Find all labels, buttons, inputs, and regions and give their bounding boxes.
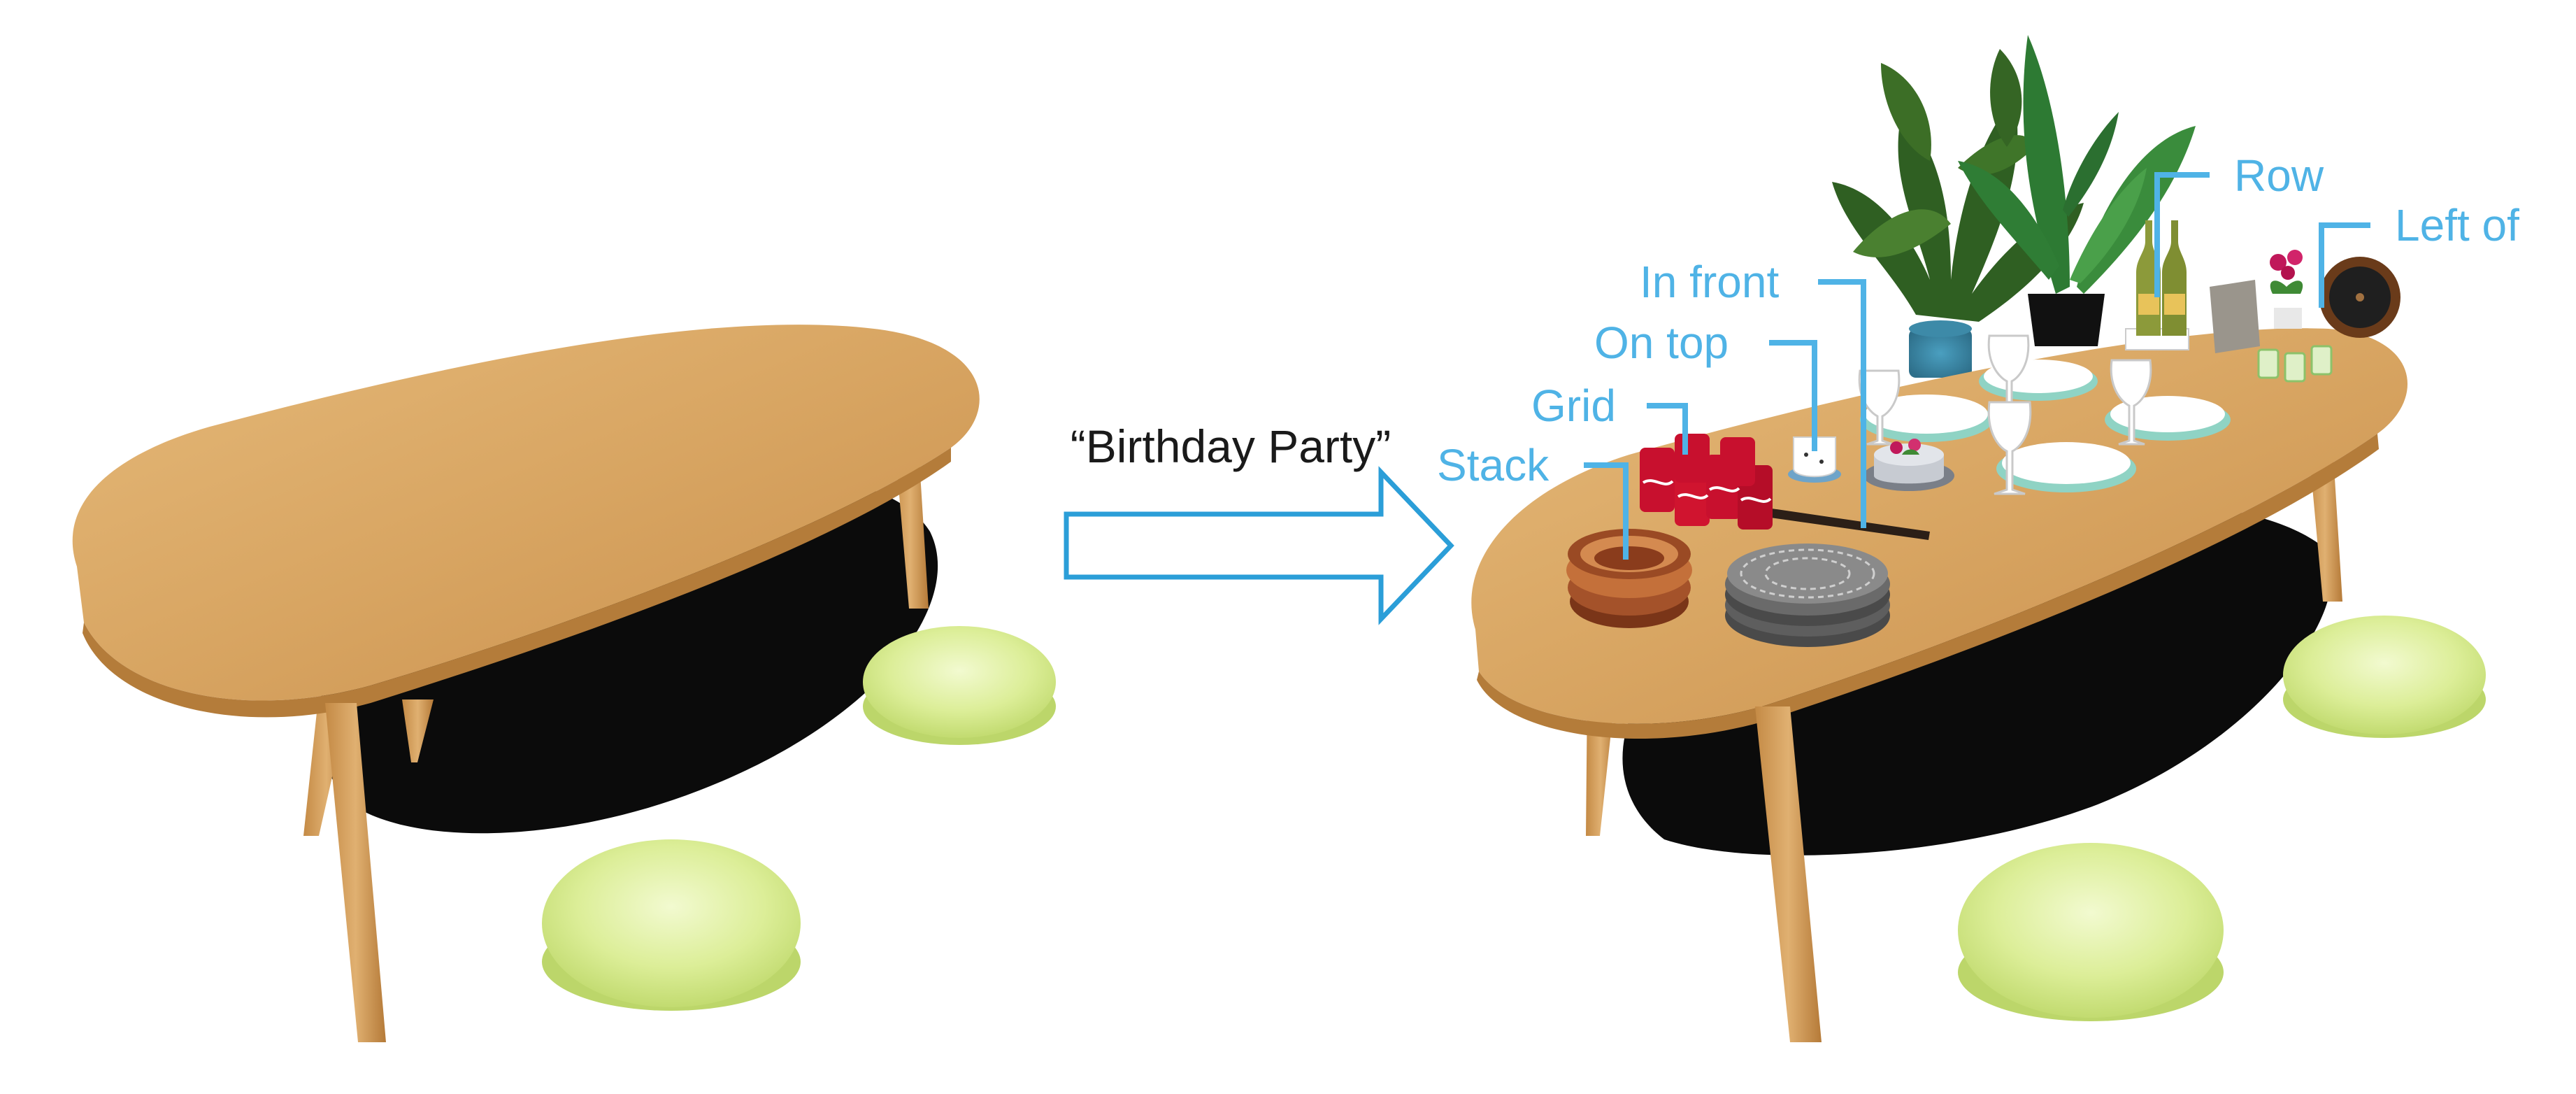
cola-cans <box>1640 434 1773 530</box>
dinner-plate <box>1860 395 1993 442</box>
napkin-holder <box>2210 280 2260 353</box>
table-leg <box>1755 706 1822 1042</box>
arrow-icon <box>1064 466 1454 625</box>
knife <box>1761 507 1930 540</box>
birthday-table-scene <box>1471 35 2486 1042</box>
left-of-leader <box>2319 222 2370 308</box>
birthday-cake <box>1863 439 1954 491</box>
in-front-leader <box>1818 279 1866 528</box>
annotation-grid: Grid <box>1531 381 1616 431</box>
on-top-leader <box>1769 340 1817 451</box>
table-top <box>72 325 980 718</box>
floor-cushion <box>542 839 801 1011</box>
plate-stack <box>1725 544 1890 647</box>
annotation-row: Row <box>2234 150 2324 201</box>
table-leg <box>325 703 386 1042</box>
wall-clock <box>2319 257 2400 338</box>
floor-cushion <box>863 626 1056 745</box>
potted-plant <box>1832 49 2084 378</box>
grid-leader <box>1647 403 1688 455</box>
cream-jug <box>1788 436 1841 483</box>
potted-plant <box>1958 35 2196 346</box>
annotation-in-front: In front <box>1640 257 1780 307</box>
annotation-leaders <box>1584 172 2370 560</box>
dinner-plate <box>1996 442 2136 492</box>
floor-cushion <box>1958 843 2224 1021</box>
annotation-stack: Stack <box>1437 440 1550 490</box>
stack-leader <box>1584 462 1629 560</box>
annotation-on-top: On top <box>1594 318 1729 368</box>
glass-cups <box>2257 345 2333 383</box>
flower-pot <box>2270 250 2303 329</box>
floor-cushion <box>2283 616 2486 738</box>
bowl-stack <box>1566 529 1692 628</box>
wine-glass <box>2110 359 2152 446</box>
wine-glass <box>1987 401 2032 495</box>
annotation-left-of: Left of <box>2395 200 2519 250</box>
champagne-bottles <box>2125 220 2189 350</box>
dinner-plate <box>2105 396 2231 441</box>
row-leader <box>2154 172 2210 297</box>
prompt-label: “Birthday Party” <box>1070 420 1391 472</box>
empty-table-scene <box>72 325 1056 1042</box>
